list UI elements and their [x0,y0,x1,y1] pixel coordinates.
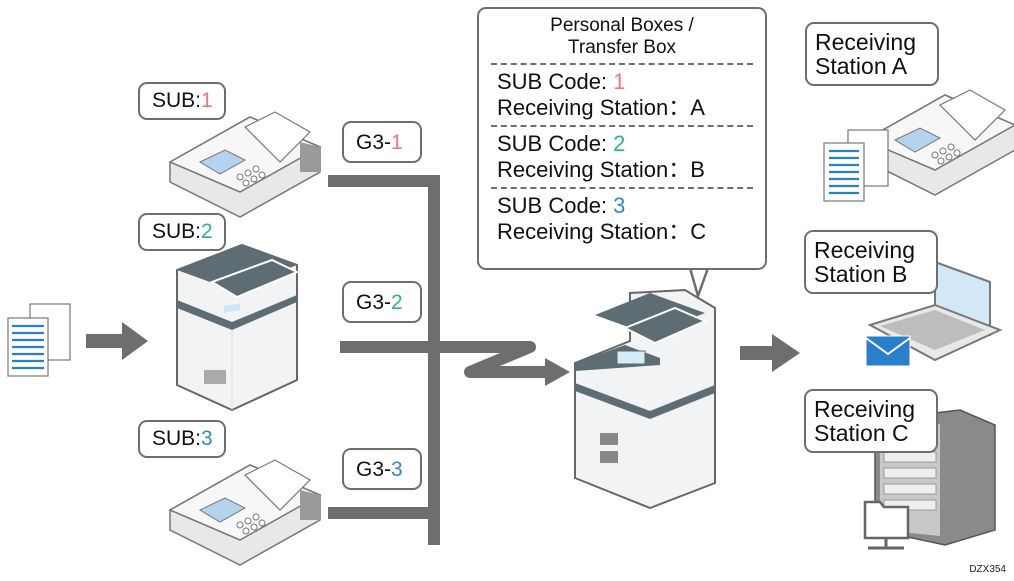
box-entry-2: SUB Code: 2 Receiving Station：B [483,131,761,183]
receiving-station-a-label: Receiving Station A [805,22,939,86]
sender-sub-bubble-3: SUB:3 [138,420,226,458]
figure-code: DZX354 [969,564,1006,575]
station-value: B [690,157,705,182]
sender-sub-bubble-1: SUB:1 [138,82,226,120]
sub-prefix: SUB: [152,89,202,112]
divider [491,63,753,65]
station-line1: Receiving [814,396,915,422]
code-label: SUB Code: [497,69,614,94]
line-label-g3-3: G3-3 [342,448,422,490]
station-line1: Receiving [815,29,916,55]
receiving-station-c-label: Receiving Station C [804,389,938,453]
sender-sub-bubble-2: SUB:2 [138,213,226,251]
sub-code: 3 [201,427,213,450]
callout-tail [688,266,710,301]
line-label-g3-1: G3-1 [342,121,422,163]
code-label: SUB Code: [497,193,614,218]
line-number: 2 [391,291,403,314]
station-line2: Station [815,53,892,79]
station-label: Receiving Station： [497,95,691,120]
station-letter: A [891,53,908,79]
station-letter: C [892,420,909,446]
station-label: Receiving Station： [497,157,691,182]
source-document-icon [7,303,71,377]
box-title-line2: Transfer Box [567,37,677,58]
sub-prefix: SUB: [152,427,202,450]
arrow-right-icon [740,334,800,372]
station-label: Receiving Station： [497,219,691,244]
station-line1: Receiving [814,237,915,263]
multifunction-printer-icon [176,243,300,412]
station-line2: Station [814,261,892,287]
station-value: C [690,219,707,244]
station-letter: B [892,261,908,287]
sub-prefix: SUB: [152,220,202,243]
code-value: 2 [613,131,626,156]
divider [491,187,753,189]
transmission-arrow-icon [440,341,570,386]
line-label-g3-2: G3-2 [342,281,422,323]
laptop-icon [867,260,1003,362]
line-number: 1 [391,131,403,154]
code-value: 3 [613,193,626,218]
phone-line-network [328,175,460,545]
received-document-icon [823,129,889,202]
station-value: A [690,95,705,120]
email-envelope-icon [865,335,911,367]
sub-code: 1 [201,89,213,112]
arrow-right-icon [86,322,148,360]
line-prefix: G3- [356,131,392,154]
receiving-multifunction-printer-icon [574,288,716,510]
receiving-station-b-label: Receiving Station B [804,230,938,294]
line-prefix: G3- [356,291,392,314]
sub-code: 2 [201,220,213,243]
code-label: SUB Code: [497,131,614,156]
personal-transfer-box-callout: Personal Boxes / Transfer Box SUB Code: … [477,7,767,270]
box-entry-3: SUB Code: 3 Receiving Station：C [483,193,761,245]
code-value: 1 [613,69,626,94]
fax-machine-icon [168,459,322,566]
shared-folder-icon [863,500,910,550]
divider [491,125,753,127]
box-title-line1: Personal Boxes / [550,15,694,36]
fax-machine-icon [863,89,1014,196]
fax-machine-icon [168,111,322,218]
box-entry-1: SUB Code: 1 Receiving Station：A [483,69,761,121]
station-line2: Station [814,420,892,446]
line-number: 3 [391,458,403,481]
line-prefix: G3- [356,458,392,481]
